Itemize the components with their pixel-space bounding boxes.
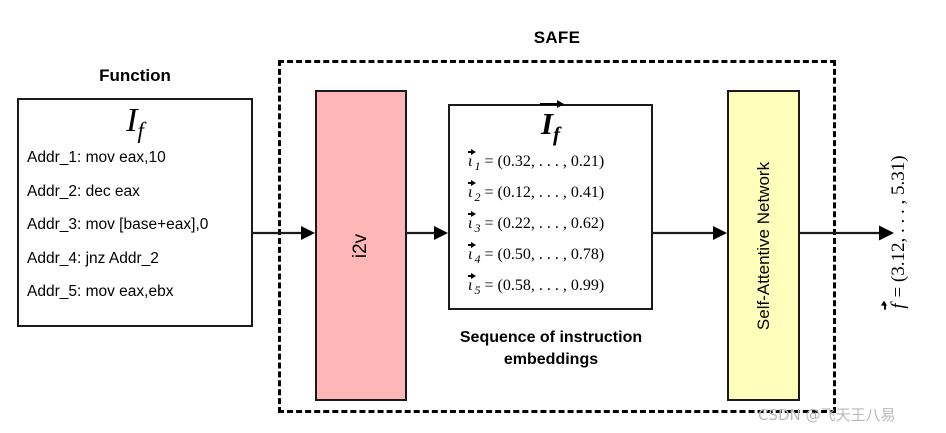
vector-name: ι (468, 272, 478, 294)
vector-index: 1 (474, 159, 481, 173)
arrow-i2v-to-embeddings (407, 226, 448, 240)
arrow-embeddings-to-san (653, 226, 727, 240)
vector-name: ι (468, 179, 478, 201)
instruction-list: Addr_1: mov eax,10 Addr_2: dec eax Addr_… (27, 150, 247, 318)
instruction-line: Addr_2: dec eax (27, 182, 140, 200)
embedding-symbol: If (450, 100, 651, 146)
function-symbol-sub: f (137, 118, 144, 143)
function-symbol-base: I (126, 102, 138, 139)
safe-boundary (278, 60, 836, 413)
embedding-symbol-base: I (539, 100, 565, 141)
self-attentive-network-label: Self-Attentive Network (753, 161, 773, 330)
safe-title: SAFE (533, 28, 581, 47)
function-box: If Addr_1: mov eax,10 Addr_2: dec eax Ad… (17, 98, 253, 327)
vector-equals: = (484, 246, 494, 263)
i2v-label: i2v (350, 233, 371, 258)
i2v-box: i2v (315, 90, 407, 401)
self-attentive-network-box: Self-Attentive Network (727, 90, 800, 401)
vector-index: 4 (474, 252, 481, 266)
output-value: (3.12, . . . , 5.31) (888, 155, 909, 283)
vector-equals: = (484, 215, 494, 232)
vector-equals: = (484, 153, 494, 170)
vector-name: ι (468, 148, 478, 170)
vector-value: (0.22, . . . , 0.62) (497, 215, 605, 232)
vector-equals: = (484, 277, 494, 294)
vector-value: (0.58, . . . , 0.99) (497, 277, 605, 294)
instruction-line: Addr_3: mov [base+eax],0 (27, 216, 209, 233)
vector-value: (0.50, . . . , 0.78) (497, 246, 605, 263)
vector-name: ι (468, 210, 478, 232)
instruction-line: Addr_1: mov eax,10 (27, 149, 166, 166)
embedding-caption: Sequence of instruction embeddings (420, 327, 682, 370)
vector-index: 3 (474, 221, 481, 235)
function-title: Function (99, 66, 171, 85)
output-vector-label: f = (3.12, . . . , 5.31) (888, 155, 910, 308)
embedding-symbol-sub: f (553, 122, 561, 146)
output-symbol: f (888, 303, 909, 309)
arrow-function-to-i2v (253, 226, 315, 240)
vector-value: (0.32, . . . , 0.21) (497, 153, 605, 170)
embedding-caption-line1: Sequence of instruction (459, 329, 643, 346)
arrow-san-to-output (800, 225, 894, 241)
embedding-caption-line2: embeddings (503, 350, 599, 368)
vector-index: 5 (474, 283, 481, 297)
output-equals: = (888, 286, 909, 298)
vector-value: (0.12, . . . , 0.41) (497, 184, 605, 201)
vector-index: 2 (474, 190, 481, 204)
instruction-line: Addr_5: mov eax,ebx (27, 283, 174, 300)
instruction-line: Addr_4: jnz Addr_2 (27, 249, 159, 267)
vector-name: ι (468, 241, 478, 263)
function-symbol: If (19, 102, 251, 143)
watermark: CSDN @飞天王八易 (758, 406, 896, 424)
vector-equals: = (484, 184, 494, 201)
